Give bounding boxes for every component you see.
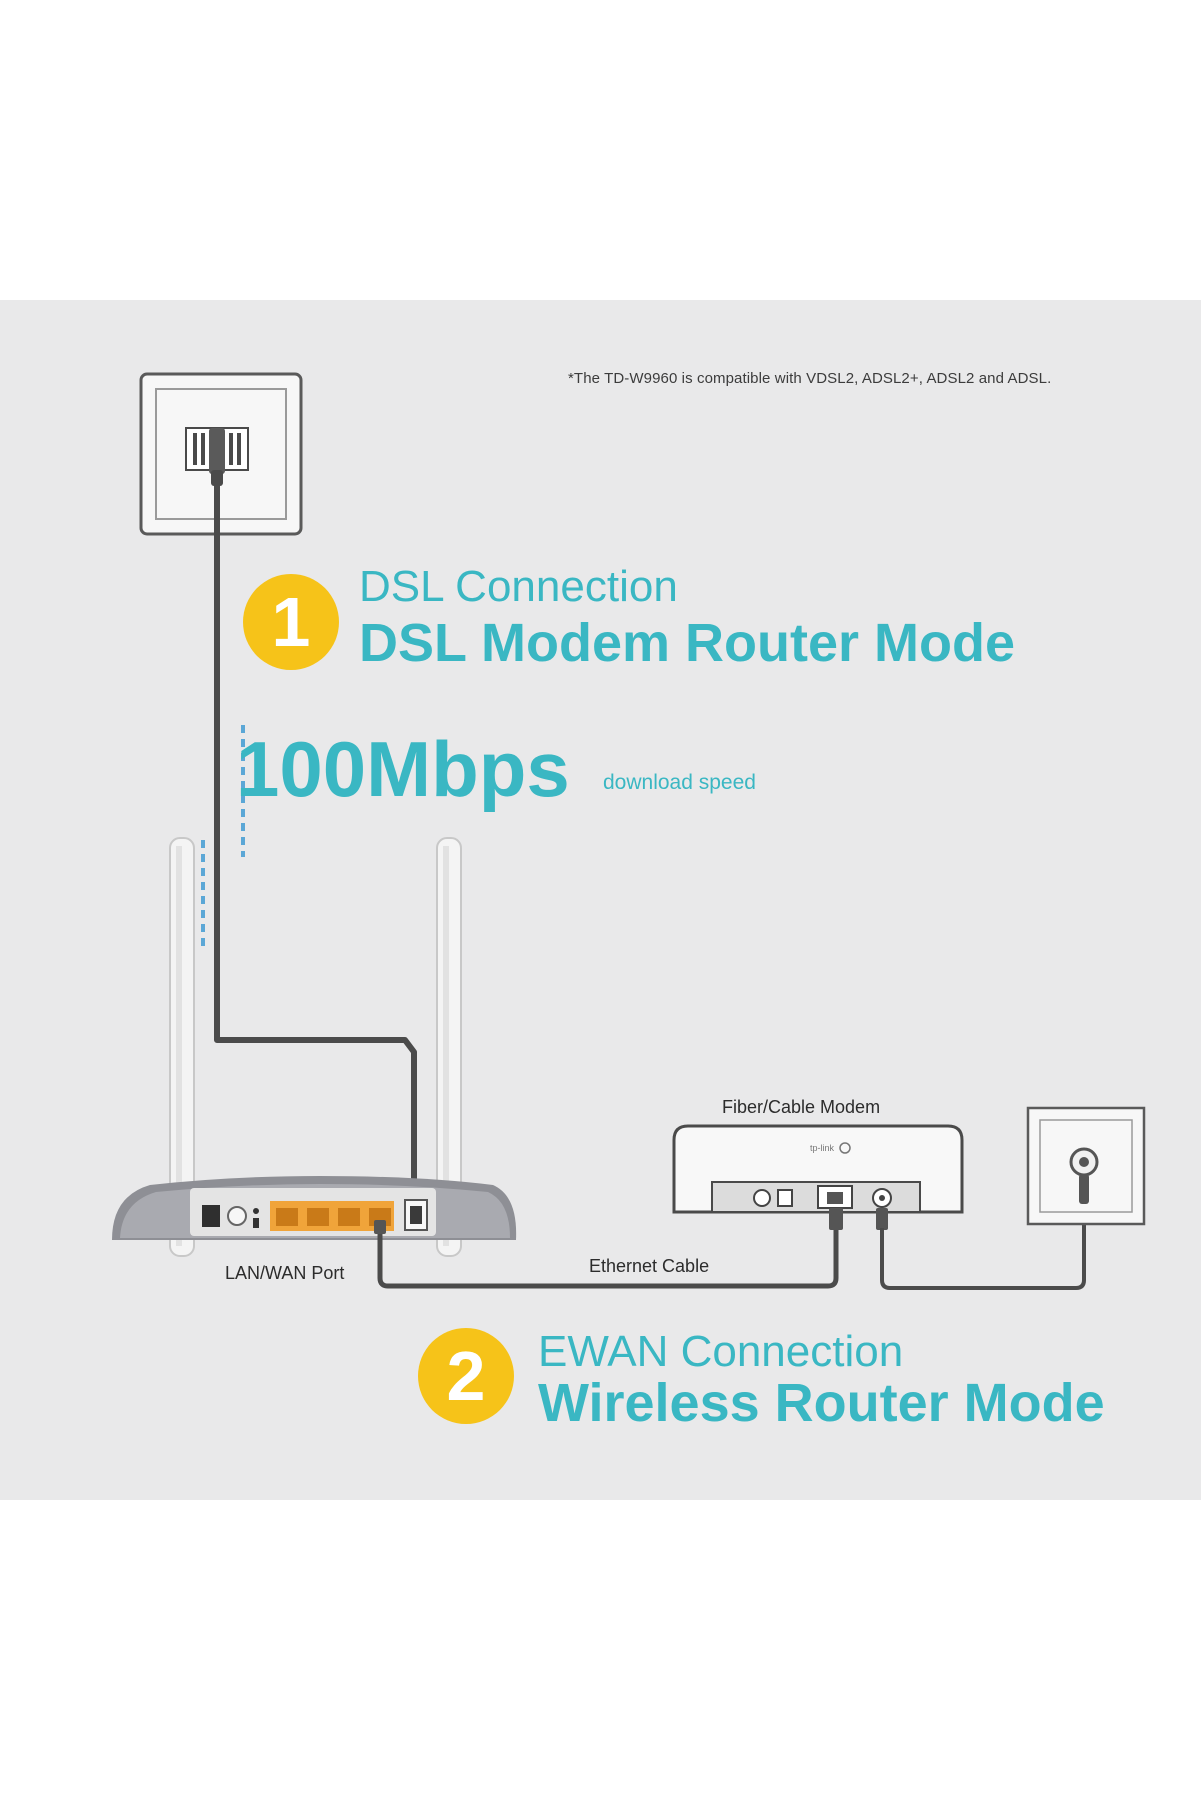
download-speed-label: download speed <box>603 771 756 794</box>
download-speed-value: 100Mbps <box>236 725 570 813</box>
coax-cable <box>880 1200 1086 1290</box>
mode2-mode-title: Wireless Router Mode <box>538 1373 1105 1433</box>
lan-wan-port-label: LAN/WAN Port <box>225 1263 345 1283</box>
router <box>112 837 517 1257</box>
compatibility-footnote: *The TD-W9960 is compatible with VDSL2, … <box>568 370 1052 387</box>
dsl-cable <box>214 486 417 1200</box>
badge-step-1: 1 <box>243 574 339 670</box>
dsl-wall-socket <box>139 372 303 536</box>
svg-text:tp-link: tp-link <box>810 1143 835 1153</box>
fiber-cable-modem: tp-link <box>672 1124 964 1230</box>
badge-step-2: 2 <box>418 1328 514 1424</box>
ethernet-cable-label: Ethernet Cable <box>589 1256 710 1276</box>
modem-label: Fiber/Cable Modem <box>722 1097 881 1117</box>
signal-dots <box>201 725 245 946</box>
ethernet-cable <box>377 1224 839 1289</box>
coax-wall-socket <box>1026 1106 1146 1226</box>
mode1-connection-title: DSL Connection <box>359 562 678 611</box>
mode2-connection-title: EWAN Connection <box>538 1327 904 1376</box>
mode1-mode-title: DSL Modem Router Mode <box>359 613 1016 673</box>
